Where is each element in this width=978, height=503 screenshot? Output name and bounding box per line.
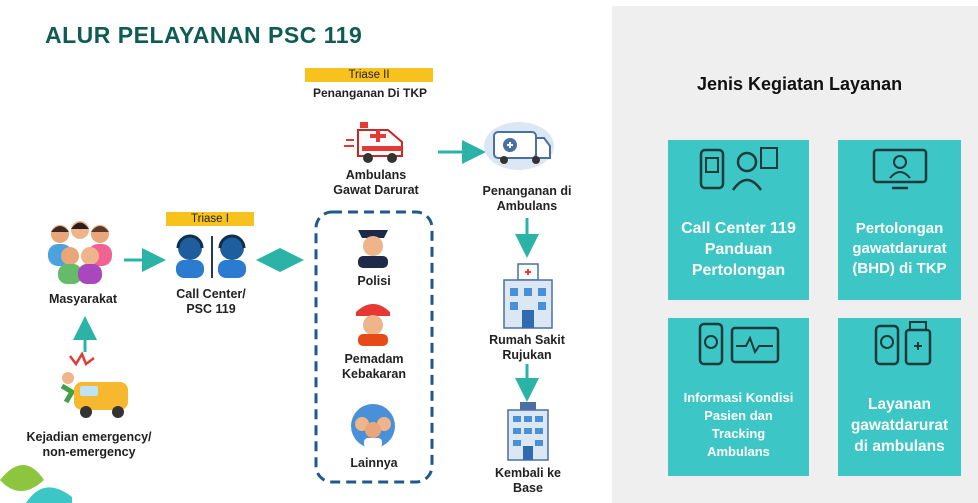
responders-dashed-box — [314, 210, 434, 484]
masyarakat-label: Masyarakat — [48, 292, 118, 306]
phone-monitor-icon — [698, 322, 780, 366]
call-center-label: Call Center/ PSC 119 — [176, 287, 246, 316]
kejadian-label: Kejadian emergency/ non-emergency — [26, 430, 152, 459]
ambulance-interior-icon — [484, 122, 554, 170]
card-1-label: Call Center 119 Panduan Pertolongan — [668, 198, 809, 300]
polisi-label: Polisi — [357, 274, 391, 288]
car-accident-icon — [60, 351, 128, 418]
triase-2-badge: Triase II — [305, 68, 433, 82]
ambulans-label: Ambulans Gawat Darurat — [333, 168, 419, 197]
hospital-icon — [503, 263, 553, 329]
ambulance-icon — [344, 122, 403, 163]
call-center-agents-icon — [176, 234, 246, 278]
kembali-label: Kembali ke Base — [494, 466, 561, 495]
phone-doctor-icon — [699, 147, 778, 191]
lainnya-label: Lainnya — [350, 456, 398, 470]
triase-1-badge: Triase I — [166, 212, 254, 226]
people-group-icon — [48, 221, 112, 284]
card-4-header — [838, 318, 961, 374]
phone-medicine-icon — [874, 321, 932, 366]
service-panel-title: Jenis Kegiatan Layanan — [697, 74, 903, 94]
triase-2-subtitle: Penanganan Di TKP — [312, 86, 428, 100]
card-2-label: Pertolongan gawatdarurat (BHD) di TKP — [838, 198, 961, 300]
base-building-icon — [507, 402, 549, 461]
police-icon — [358, 230, 388, 268]
card-3-label: Informasi Kondisi Pasien dan Tracking Am… — [668, 374, 809, 476]
rumah-sakit-label: Rumah Sakit Rujukan — [489, 333, 565, 362]
card-1-header — [668, 140, 809, 198]
medical-staff-icon — [351, 404, 395, 448]
firefighter-icon — [356, 304, 390, 346]
penanganan-ambulans-label: Penanganan di Ambulans — [482, 184, 572, 213]
pemadam-label: Pemadam Kebakaran — [342, 352, 406, 381]
monitor-doctor-icon — [872, 148, 928, 190]
corner-leaf-decoration — [0, 465, 72, 503]
card-4-label: Layanan gawatdarurat di ambulans — [838, 374, 961, 476]
page-title: ALUR PELAYANAN PSC 119 — [45, 22, 363, 48]
